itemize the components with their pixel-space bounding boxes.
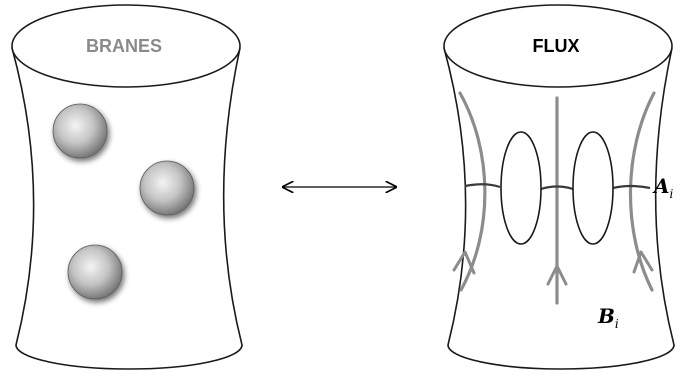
branes-title: BRANES bbox=[86, 36, 162, 56]
flux-top-rim bbox=[443, 4, 673, 88]
a-cycle-waist-line bbox=[464, 183, 651, 191]
a-cycle-loop-right bbox=[572, 131, 614, 245]
flux-panel: FLUX Ai Bi bbox=[443, 4, 675, 370]
a-cycle-label: Ai bbox=[652, 174, 674, 201]
flux-line-right bbox=[628, 91, 656, 292]
b-cycle-label: Bi bbox=[597, 304, 619, 331]
a-cycle-loop-left bbox=[500, 131, 542, 245]
branes-throat-body bbox=[11, 47, 243, 370]
flux-line-center-arrowhead bbox=[546, 264, 568, 286]
branes-panel: BRANES bbox=[11, 4, 243, 370]
branes-top-rim bbox=[11, 4, 241, 88]
flux-throat-body bbox=[443, 47, 675, 370]
brane-sphere bbox=[139, 160, 195, 216]
brane-sphere bbox=[52, 103, 108, 159]
flux-line-left-arrowhead bbox=[452, 250, 476, 275]
brane-sphere bbox=[67, 244, 123, 300]
flux-line-right-arrowhead bbox=[632, 250, 654, 274]
flux-title: FLUX bbox=[533, 36, 580, 56]
